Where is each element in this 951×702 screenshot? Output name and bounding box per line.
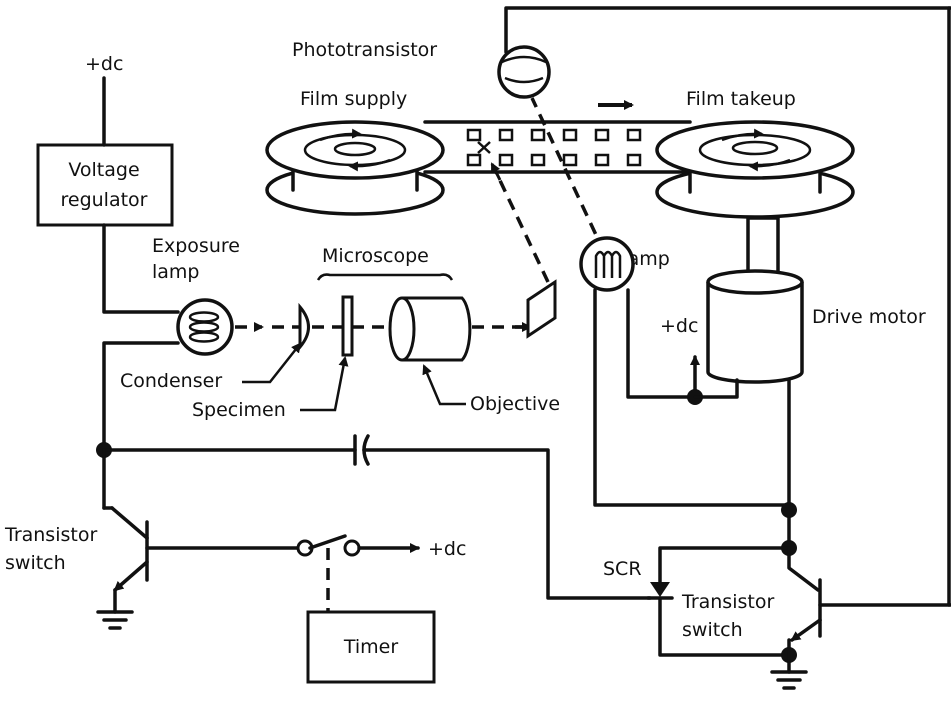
scr-anode-wire (658, 546, 791, 584)
timer-box (306, 610, 436, 684)
objective-label: Objective (470, 393, 560, 415)
microscope-label: Microscope (322, 245, 429, 267)
film-takeup-reel (655, 120, 855, 219)
lamp-to-sensor-beam (530, 97, 606, 253)
phototransistor-wire (504, 6, 951, 54)
timer-label: Timer (343, 636, 398, 658)
specimen-slide (341, 295, 354, 357)
left-ground-icon (96, 610, 134, 630)
objective-lens (388, 296, 472, 362)
phototransistor-label: Phototransistor (292, 39, 437, 61)
left-transistor-label-1: Transistor (4, 524, 97, 546)
mirror-to-film-beam (494, 171, 550, 283)
film-strip (423, 120, 692, 174)
condenser-lens (298, 302, 310, 352)
regulator-to-lamp-wire (102, 223, 180, 314)
condenser-label: Condenser (120, 370, 222, 392)
film-supply-label: Film supply (300, 88, 407, 110)
voltage-regulator-label-2: regulator (61, 189, 148, 211)
scr-label: SCR (603, 558, 642, 580)
scr-cathode-wire (658, 596, 791, 657)
exposure-lamp-label-1: Exposure (152, 235, 240, 257)
capacitor-to-scr-wire (362, 448, 652, 600)
dc-timer-label: +dc (428, 538, 466, 560)
phototransistor-icon (497, 45, 551, 99)
specimen-leader (300, 356, 349, 412)
film-takeup-label: Film takeup (686, 88, 796, 110)
scr-icon (646, 582, 674, 600)
right-transistor-label-1: Transistor (681, 591, 774, 613)
sensor-lamp-icon (579, 236, 635, 292)
right-switch-collector-wire (787, 546, 820, 592)
left-transistor-label-2: switch (5, 552, 66, 574)
right-transistor-icon (790, 578, 822, 642)
condenser-leader (242, 342, 302, 384)
voltage-regulator-box (36, 143, 174, 227)
right-ground-icon (770, 670, 808, 690)
mirror-to-film-arrow (490, 162, 502, 181)
right-transistor-label-2: switch (682, 619, 743, 641)
objective-leader (422, 364, 466, 406)
left-transistor-icon (102, 506, 149, 592)
motor-feed-wire (693, 378, 739, 399)
dc-supply-top-label: +dc (85, 53, 123, 75)
exposure-lamp-label-2: lamp (152, 261, 200, 283)
lamp-return-wire (102, 341, 180, 452)
voltage-regulator-label-1: Voltage (68, 159, 139, 181)
lamp-to-motor-wire (626, 288, 697, 399)
dc-motor-label: +dc (660, 315, 698, 337)
film-supply-reel (265, 120, 445, 216)
timer-switch-icon (296, 534, 361, 557)
microscope-bracket (316, 273, 454, 281)
mirror (526, 279, 557, 339)
specimen-label: Specimen (192, 399, 286, 421)
right-top-junction-dot (781, 502, 797, 518)
drive-motor (706, 269, 804, 384)
exposure-lamp-icon (176, 298, 234, 356)
drive-motor-label: Drive motor (812, 306, 926, 328)
lamp-to-switch-wire (593, 288, 791, 507)
